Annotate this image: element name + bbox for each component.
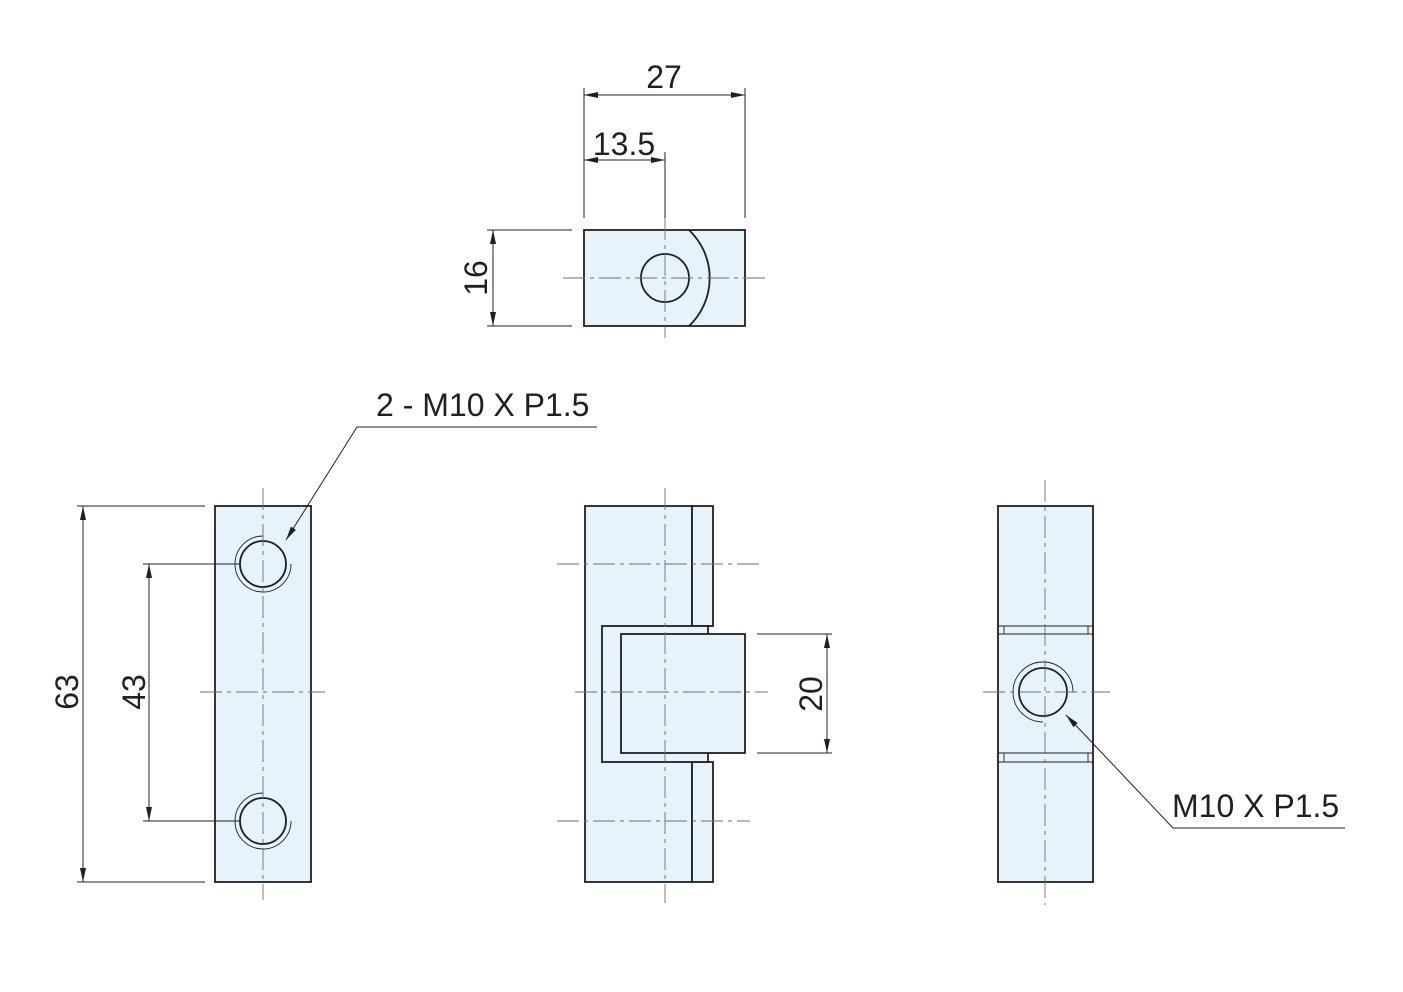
middle-view-upper-strip xyxy=(691,505,714,627)
top-view-dimensions: 27 13.5 16 xyxy=(458,59,746,327)
middle-view-lower-strip xyxy=(691,761,714,883)
center-hole-callout-leader xyxy=(1065,714,1345,829)
right-view xyxy=(983,480,1110,905)
dimension-label-hole-pitch: 43 xyxy=(116,674,152,710)
dimension-label-height: 16 xyxy=(458,260,494,296)
right-view-annotations: M10 X P1.5 xyxy=(1065,714,1345,829)
middle-view xyxy=(557,488,768,903)
top-view xyxy=(563,218,766,338)
middle-view-knuckle xyxy=(620,633,746,754)
left-view-dimensions: 43 63 2 - M10 X P1.5 xyxy=(49,387,597,883)
right-view-body xyxy=(997,505,1094,883)
lower-thread-arc xyxy=(234,792,292,850)
dimension-label-knuckle-height: 20 xyxy=(793,676,829,712)
center-thread-arc xyxy=(1012,661,1074,723)
upper-thread-arc xyxy=(234,535,292,593)
dimension-label-hole-offset: 13.5 xyxy=(593,126,655,162)
dimension-label-width: 27 xyxy=(646,59,682,95)
middle-view-dimensions: 20 xyxy=(757,633,832,754)
left-view xyxy=(200,488,325,900)
hole-callout-leader xyxy=(285,426,597,541)
dimension-label-length: 63 xyxy=(49,674,85,710)
hole-callout-label: 2 - M10 X P1.5 xyxy=(376,387,589,423)
center-hole-callout-label: M10 X P1.5 xyxy=(1172,788,1339,824)
